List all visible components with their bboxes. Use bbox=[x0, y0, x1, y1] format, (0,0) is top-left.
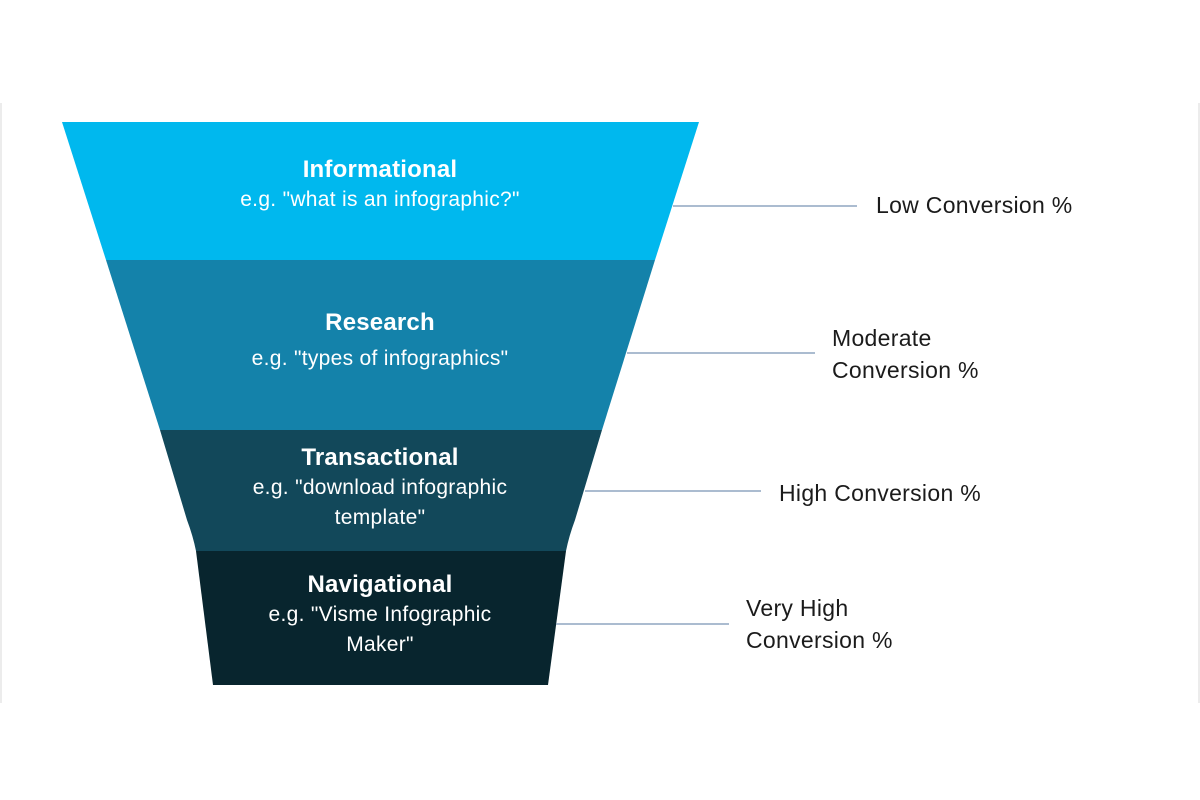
funnel-stage-research bbox=[106, 260, 655, 430]
funnel-stage-transactional bbox=[160, 430, 602, 551]
conversion-label-moderate: Moderate Conversion % bbox=[832, 325, 979, 383]
stage-text-transactional: Transactional e.g. "download infographic… bbox=[200, 443, 560, 533]
stage-text-navigational: Navigational e.g. "Visme Infographic Mak… bbox=[200, 570, 560, 660]
stage-title: Informational bbox=[302, 156, 458, 183]
conversion-label-high: High Conversion % bbox=[779, 480, 981, 506]
stage-example: e.g. "what is an infographic?" bbox=[240, 188, 520, 211]
conversion-label-very-high: Very High Conversion % bbox=[746, 595, 893, 653]
frame-edge-right bbox=[1198, 103, 1200, 703]
stage-title: Transactional bbox=[301, 444, 459, 471]
stage-text-informational: Informational e.g. "what is an infograph… bbox=[200, 155, 560, 215]
stage-text-research: Research e.g. "types of infographics" bbox=[200, 308, 560, 374]
funnel-stage-navigational bbox=[196, 551, 566, 685]
frame-edge-left bbox=[0, 103, 2, 703]
stage-title: Research bbox=[325, 309, 435, 336]
stage-example: e.g. "download infographic template" bbox=[252, 476, 508, 529]
stage-example: e.g. "types of infographics" bbox=[251, 347, 509, 370]
stage-example: e.g. "Visme Infographic Maker" bbox=[268, 603, 492, 656]
conversion-label-low: Low Conversion % bbox=[876, 192, 1073, 218]
stage-title: Navigational bbox=[307, 571, 453, 598]
funnel-stage-informational bbox=[62, 122, 699, 260]
